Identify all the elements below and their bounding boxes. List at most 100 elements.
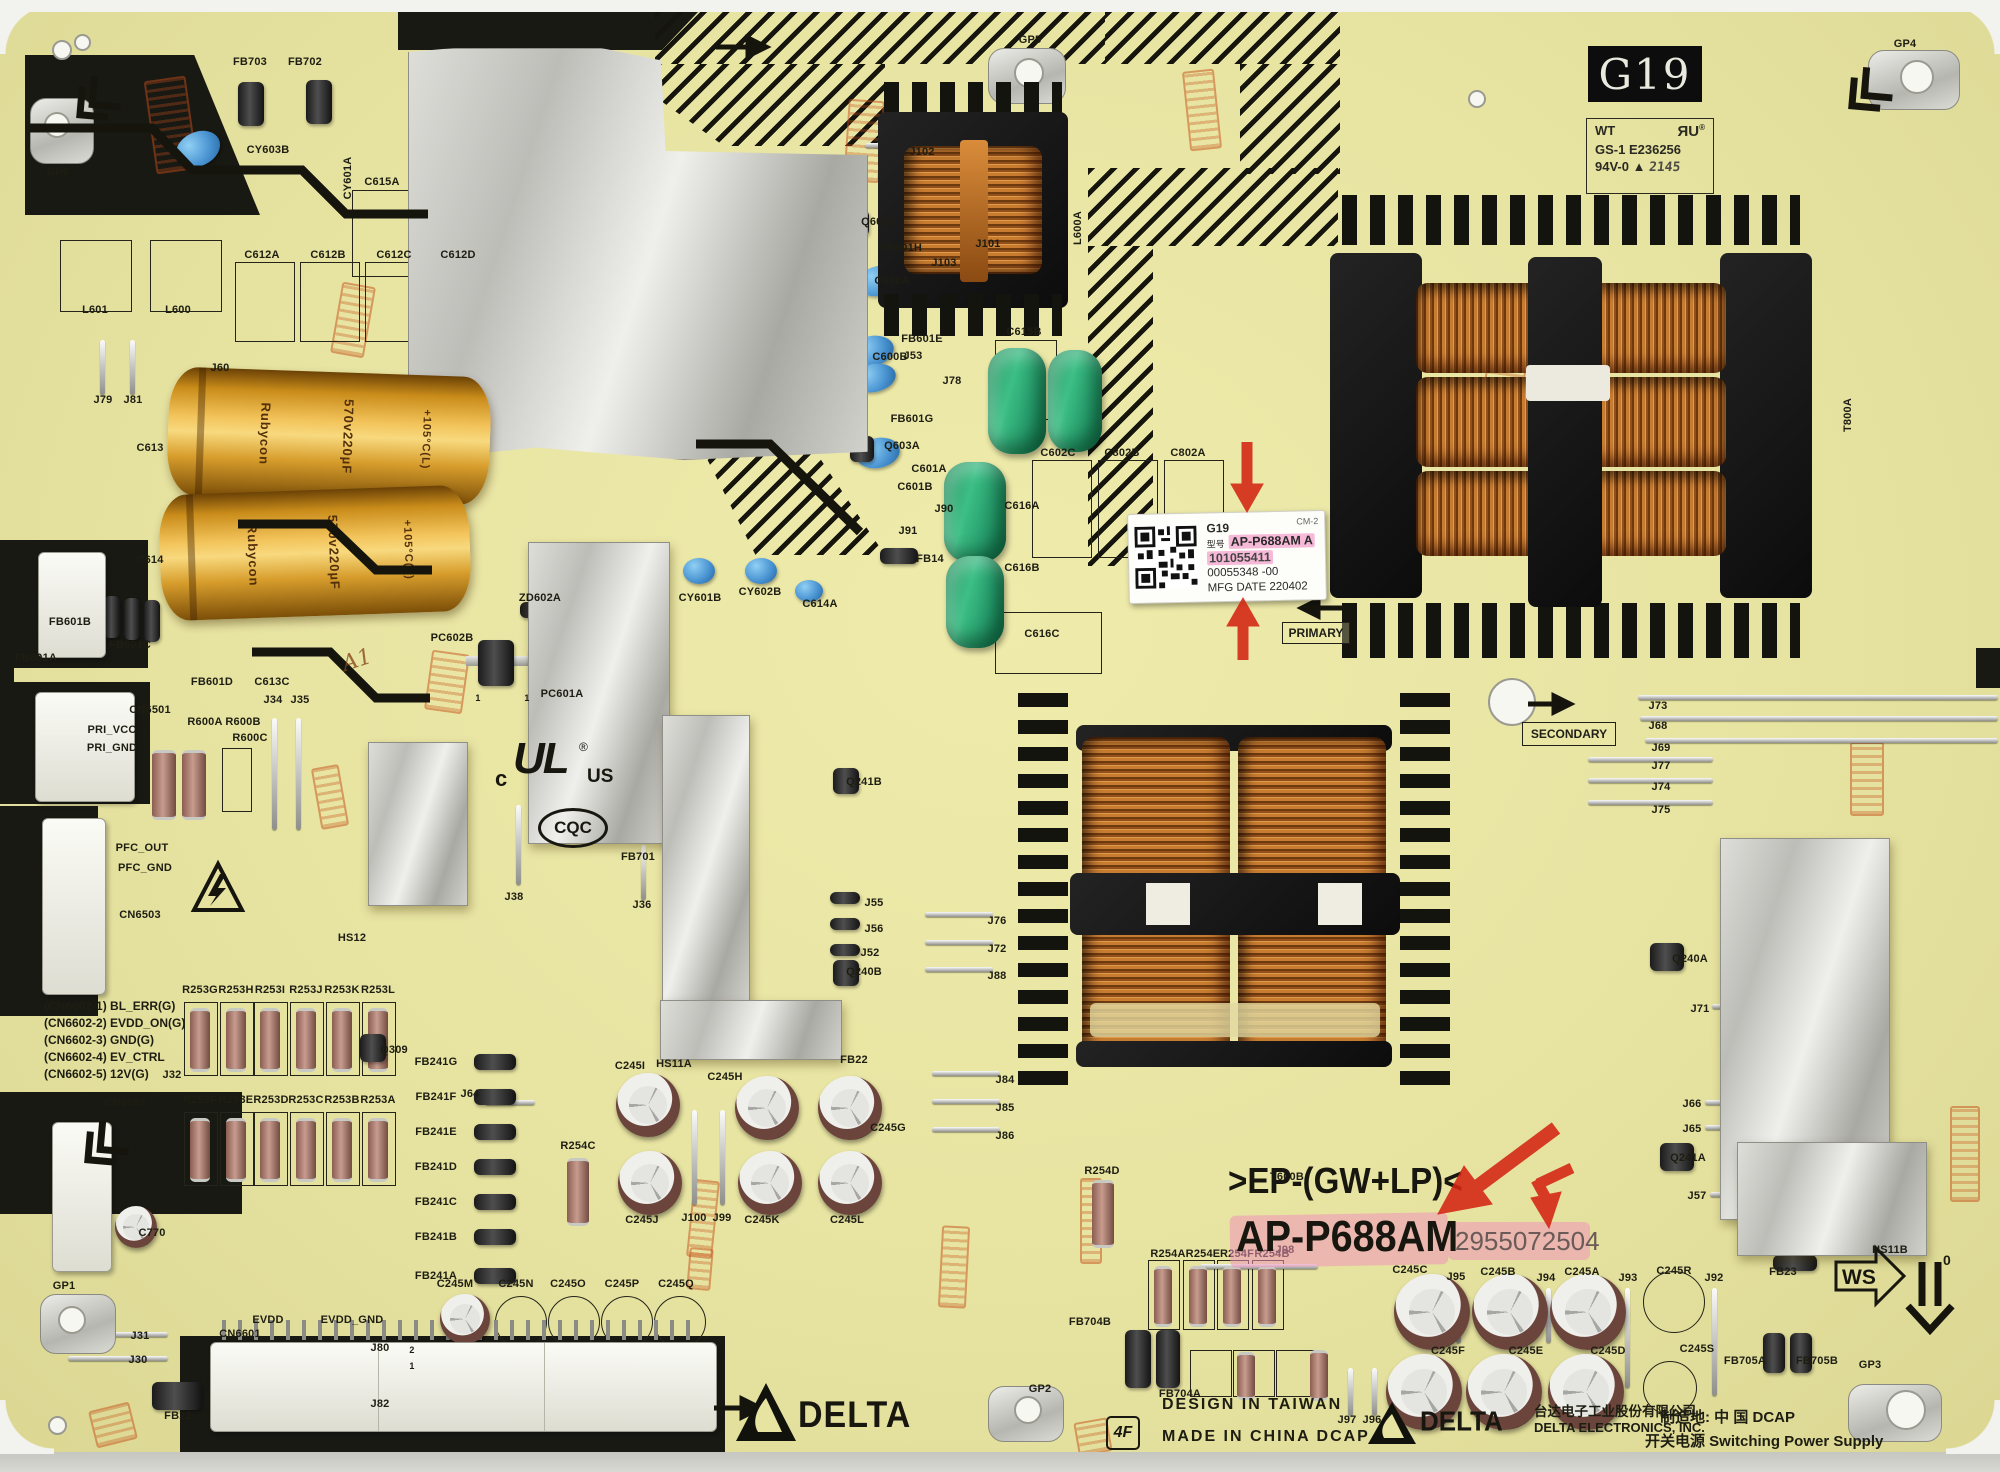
silkscreen-label: J36 xyxy=(632,899,652,911)
sticker-cm: CM-2 xyxy=(1296,516,1319,527)
electrolytic-capacitor xyxy=(818,1076,882,1140)
silkscreen-label: C614A xyxy=(802,598,838,610)
jumper-wire xyxy=(516,805,521,885)
silkscreen-label: J57 xyxy=(1687,1190,1707,1202)
ferrite-bead xyxy=(474,1159,516,1175)
clamp-window xyxy=(1146,883,1190,925)
silkscreen-label: C616A xyxy=(1004,500,1040,512)
silkscreen-label: FB241G xyxy=(414,1056,458,1068)
connector-cn6503 xyxy=(42,818,106,995)
jumper-wire xyxy=(720,1110,725,1205)
silkscreen-label: GP4 xyxy=(1893,38,1917,50)
silkscreen-label: J65 xyxy=(1682,1123,1702,1135)
silkscreen-label: J68 xyxy=(1648,720,1668,732)
pinout-line: (CN6602-4) EV_CTRL xyxy=(44,1050,165,1064)
silkscreen-outline xyxy=(60,240,132,312)
hatch-top-right xyxy=(1105,12,1340,64)
silkscreen-label: 1 xyxy=(409,1361,415,1371)
jumper-wire xyxy=(925,940,993,945)
design-in-taiwan: DESIGN IN TAIWAN xyxy=(1162,1396,1343,1413)
silkscreen-label: J78 xyxy=(942,375,962,387)
transformer-t800a xyxy=(1330,195,1812,660)
transformer-l600a xyxy=(878,82,1068,337)
board-corner-tl xyxy=(0,0,54,54)
silkscreen-label: C245I xyxy=(614,1060,646,1072)
ferrite-bead xyxy=(833,768,859,794)
silkscreen-outline xyxy=(184,1002,218,1076)
jumper-wire xyxy=(1348,1368,1353,1416)
connector-cn6601 xyxy=(210,1342,717,1432)
ferrite-bead xyxy=(1650,943,1684,971)
silkscreen-label: FB241C xyxy=(414,1196,458,1208)
film-capacitor-green xyxy=(1048,350,1102,452)
pin-comb-top xyxy=(1342,195,1800,245)
silkscreen-label: J73 xyxy=(1648,700,1668,712)
silkscreen-outline xyxy=(995,612,1102,674)
silkscreen-label: J92 xyxy=(1704,1272,1724,1284)
silkscreen-label: C245K xyxy=(744,1214,780,1226)
pin-comb-right xyxy=(1400,693,1450,1085)
silkscreen-label: R600B xyxy=(225,716,261,728)
silkscreen-label: FB703 xyxy=(232,56,268,68)
silkscreen-label: R253I xyxy=(254,984,286,996)
silkscreen-label: R253E xyxy=(218,1094,254,1106)
electrolytic-capacitor-large xyxy=(1466,1354,1542,1430)
silkscreen-label: FB701 xyxy=(620,851,656,863)
ferrite-bead xyxy=(104,596,120,638)
heatsink-hs11b xyxy=(1737,1142,1927,1256)
connector-cn6502 xyxy=(38,552,106,658)
silkscreen-label: J86 xyxy=(995,1130,1015,1142)
silkscreen-label: J35 xyxy=(290,694,310,706)
ferrite-bead xyxy=(1790,1333,1812,1373)
silkscreen-label: C802B xyxy=(1104,447,1140,459)
ferrite-bead xyxy=(1773,1255,1817,1271)
melf-resistor xyxy=(1223,1266,1241,1327)
cap-temp: +105°C(L) xyxy=(400,519,415,581)
ink-stamp xyxy=(310,764,350,830)
silkscreen-outline xyxy=(362,1112,396,1186)
electrolytic-capacitor-large xyxy=(1550,1274,1626,1350)
model-marking: AP-P688AM xyxy=(1236,1212,1459,1261)
silkscreen-label: J90 xyxy=(934,503,954,515)
silkscreen-label: FB601D xyxy=(190,676,234,688)
transformer-t600b xyxy=(1018,685,1450,1097)
silkscreen-label: J56 xyxy=(864,923,884,935)
melf-resistor xyxy=(182,750,206,820)
silkscreen-outline xyxy=(184,1112,218,1186)
melf-resistor xyxy=(152,750,176,820)
cqc-mark: CQC xyxy=(538,808,608,848)
silkscreen-label: J102 xyxy=(909,146,935,158)
silkscreen-label: C600B xyxy=(872,351,908,363)
silkscreen-label: J99 xyxy=(712,1212,732,1224)
silkscreen-outline xyxy=(290,1112,324,1186)
core-clamp xyxy=(1528,257,1602,607)
jumper-wire xyxy=(1640,716,1998,721)
silkscreen-label: R254E xyxy=(1185,1248,1221,1260)
company-cn: 台达电子工业股份有限公司 xyxy=(1534,1404,1696,1419)
silkscreen-label: J101 xyxy=(975,238,1001,250)
silkscreen-label: PC601A xyxy=(540,688,584,700)
silkscreen-outline xyxy=(352,190,412,277)
silkscreen-label: CY601A xyxy=(342,156,354,200)
silkscreen-label: 1 xyxy=(475,693,481,703)
silkscreen-label: PC602B xyxy=(430,632,474,644)
jumper-wire xyxy=(1638,695,1998,700)
melf-resistor xyxy=(1154,1266,1172,1327)
jumper-wire xyxy=(1588,800,1713,805)
melf-resistor xyxy=(226,1118,246,1182)
sticker-model: AP-P688AM A xyxy=(1228,533,1316,549)
silkscreen-label: C245C xyxy=(1392,1264,1428,1276)
edge-tab-right xyxy=(1976,648,2000,688)
silkscreen-label: J74 xyxy=(1651,781,1671,793)
silkscreen-label: Q241B xyxy=(846,776,882,788)
jumper-wire xyxy=(130,340,135,395)
electrolytic-capacitor-large xyxy=(1394,1274,1470,1350)
lf-logo: 4F xyxy=(1106,1416,1140,1450)
silkscreen-label: FB601E xyxy=(901,333,943,345)
electrolytic-capacitor xyxy=(616,1073,680,1137)
cap-brand: Rubycon xyxy=(244,523,262,587)
pin-comb-left xyxy=(1018,693,1068,1085)
heatsink-mid xyxy=(528,542,670,844)
pinout-line: (CN6602-1) BL_ERR(G) xyxy=(44,999,176,1013)
